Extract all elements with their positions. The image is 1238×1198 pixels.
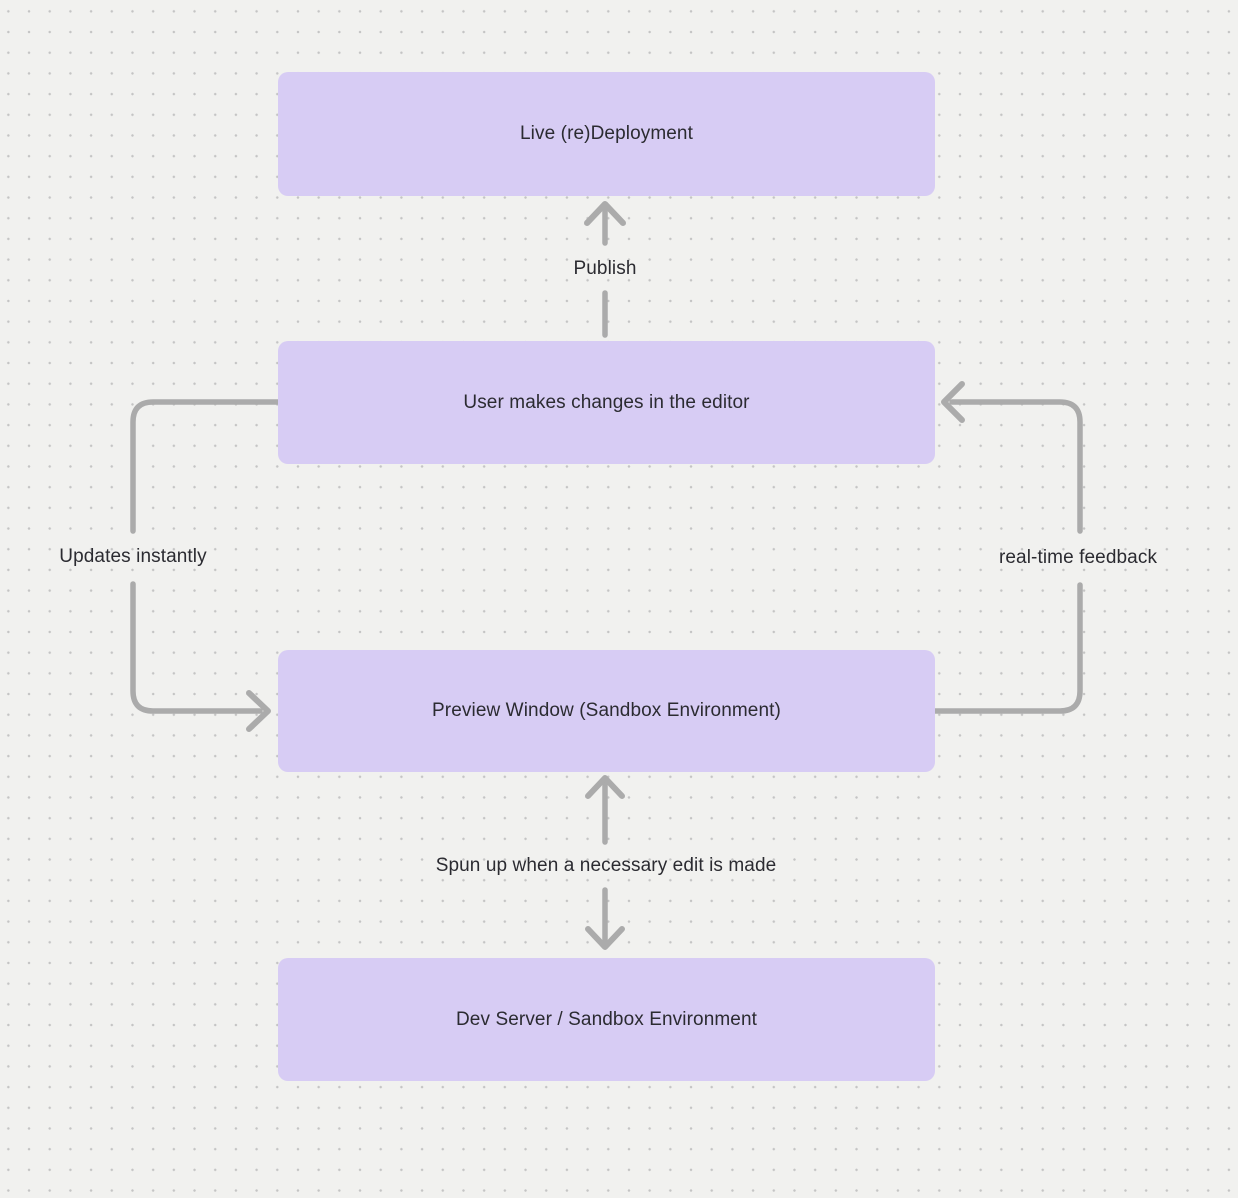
arrowhead-right-icon	[246, 690, 271, 732]
edge-updates-instantly-arrow[interactable]	[130, 399, 281, 732]
node-dev-server[interactable]: Dev Server / Sandbox Environment	[278, 958, 935, 1081]
arrowhead-down-icon	[585, 926, 625, 950]
node-live-redeployment-label: Live (re)Deployment	[520, 123, 693, 144]
node-preview-window[interactable]: Preview Window (Sandbox Environment)	[278, 650, 935, 772]
edge-updates-shaft-lower	[130, 581, 263, 714]
node-preview-window-label: Preview Window (Sandbox Environment)	[432, 700, 781, 721]
node-live-redeployment[interactable]: Live (re)Deployment	[278, 72, 935, 196]
edge-feedback-shaft-upper	[949, 399, 1083, 534]
edge-label-spun-up: Spun up when a necessary edit is made	[435, 855, 777, 876]
arrowhead-left-icon	[941, 381, 965, 423]
edge-feedback-shaft-lower	[932, 582, 1083, 714]
edge-publish-arrow[interactable]	[584, 201, 626, 338]
arrowhead-up-icon	[584, 201, 626, 226]
edge-real-time-feedback-arrow[interactable]	[932, 381, 1083, 714]
edge-updates-shaft-upper	[130, 399, 281, 534]
node-user-makes-changes[interactable]: User makes changes in the editor	[278, 341, 935, 464]
node-dev-server-label: Dev Server / Sandbox Environment	[455, 1008, 757, 1030]
edge-label-real-time-feedback: real-time feedback	[998, 547, 1158, 568]
edge-label-publish: Publish	[573, 258, 637, 279]
arrowhead-up-icon	[585, 775, 625, 799]
edge-label-updates-instantly: Updates instantly	[59, 546, 207, 567]
edge-spun-up-arrow[interactable]	[585, 775, 625, 950]
node-user-makes-changes-label: User makes changes in the editor	[463, 391, 750, 413]
